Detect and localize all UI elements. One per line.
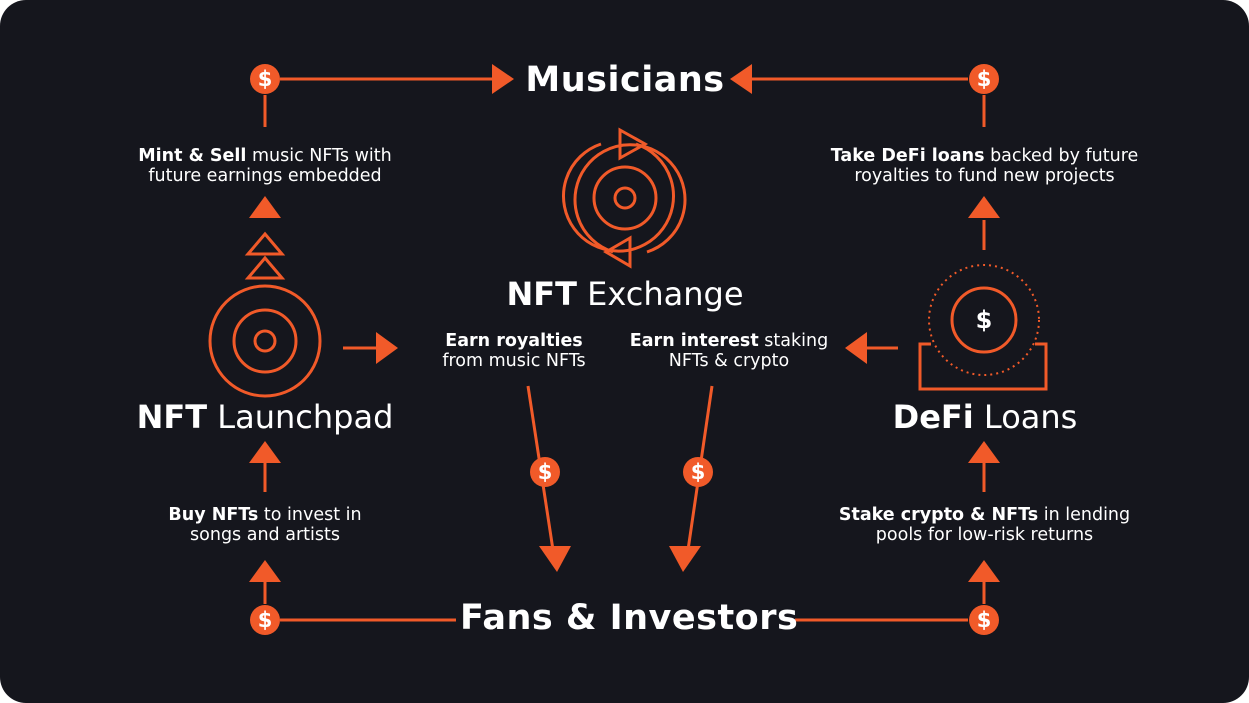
arrow-up-buy (249, 560, 281, 582)
caption-take-defi-bold: Take DeFi loans (830, 146, 985, 166)
arrow-right-exchange (376, 332, 398, 364)
node-defi-loans-bold: DeFi (892, 398, 974, 436)
arrow-down-royalties (539, 546, 571, 572)
caption-mint-sell-line2: future earnings embedded (148, 166, 382, 186)
caption-buy-nfts-rest: to invest in (258, 505, 362, 525)
caption-mint-sell-rest: music NFTs with (246, 146, 392, 166)
node-fans-investors: Fans & Investors (460, 598, 799, 638)
coin-vault-icon (918, 264, 1048, 391)
caption-take-defi-rest: backed by future (984, 146, 1139, 166)
dollar-icon-interest: $ (683, 457, 713, 487)
dollar-icon-musicians-left: $ (250, 64, 280, 94)
arrow-to-musicians-right (730, 64, 752, 94)
caption-earn-interest-line2: NFTs & crypto (668, 351, 790, 371)
caption-stake-crypto: Stake crypto & NFTs in lending pools for… (822, 505, 1147, 545)
node-nft-exchange-light: Exchange (587, 275, 744, 313)
node-defi-loans-light: Loans (983, 398, 1078, 436)
arrow-left-exchange (845, 332, 867, 364)
caption-stake-crypto-line2: pools for low-risk returns (875, 525, 1094, 545)
arrow-up-takedefi (968, 196, 1000, 218)
caption-earn-interest: Earn interest staking NFTs & crypto (619, 331, 839, 371)
caption-earn-interest-rest: staking (758, 331, 829, 351)
arrowheads (249, 64, 1000, 582)
caption-take-defi-line2: royalties to fund new projects (854, 166, 1115, 186)
dollar-icon-royalties: $ (530, 457, 560, 487)
caption-stake-crypto-bold: Stake crypto & NFTs (838, 505, 1039, 525)
triangle-outline-icon-1 (244, 231, 286, 256)
caption-mint-sell-bold: Mint & Sell (138, 146, 247, 166)
caption-stake-crypto-rest: in lending (1038, 505, 1131, 525)
caption-buy-nfts: Buy NFTs to invest in songs and artists (140, 505, 390, 545)
caption-earn-interest-bold: Earn interest (629, 331, 759, 351)
arrow-to-musicians-left (492, 64, 514, 94)
arrow-up-launchpad (249, 441, 281, 463)
triangle-outline-icon-2 (244, 255, 286, 280)
arrow-up-stake (968, 560, 1000, 582)
vinyl-record-icon (208, 284, 322, 398)
arrow-up-defi (968, 441, 1000, 463)
node-nft-launchpad: NFT Launchpad (120, 398, 410, 436)
caption-buy-nfts-line2: songs and artists (190, 525, 340, 545)
node-nft-exchange-bold: NFT (506, 275, 577, 313)
dollar-icon-fans-right: $ (969, 605, 999, 635)
node-nft-launchpad-bold: NFT (136, 398, 208, 436)
node-musicians: Musicians (525, 60, 725, 100)
caption-take-defi: Take DeFi loans backed by future royalti… (812, 146, 1157, 186)
node-nft-launchpad-light: Launchpad (217, 398, 394, 436)
arrow-down-interest (669, 546, 701, 572)
caption-mint-sell: Mint & Sell music NFTs with future earni… (115, 146, 415, 186)
caption-earn-royalties: Earn royalties from music NFTs (414, 331, 614, 371)
dollar-icon-musicians-right: $ (969, 64, 999, 94)
node-defi-loans: DeFi Loans (860, 398, 1110, 436)
arrow-up-mint (249, 196, 281, 218)
dollar-icon-fans-left: $ (250, 605, 280, 635)
caption-earn-royalties-line2: from music NFTs (442, 351, 586, 371)
node-nft-exchange: NFT Exchange (480, 275, 770, 313)
caption-buy-nfts-bold: Buy NFTs (168, 505, 259, 525)
caption-earn-royalties-bold: Earn royalties (445, 331, 583, 351)
dollar-icon-defi-coin: $ (975, 306, 993, 334)
exchange-cycle-icon (562, 127, 687, 269)
